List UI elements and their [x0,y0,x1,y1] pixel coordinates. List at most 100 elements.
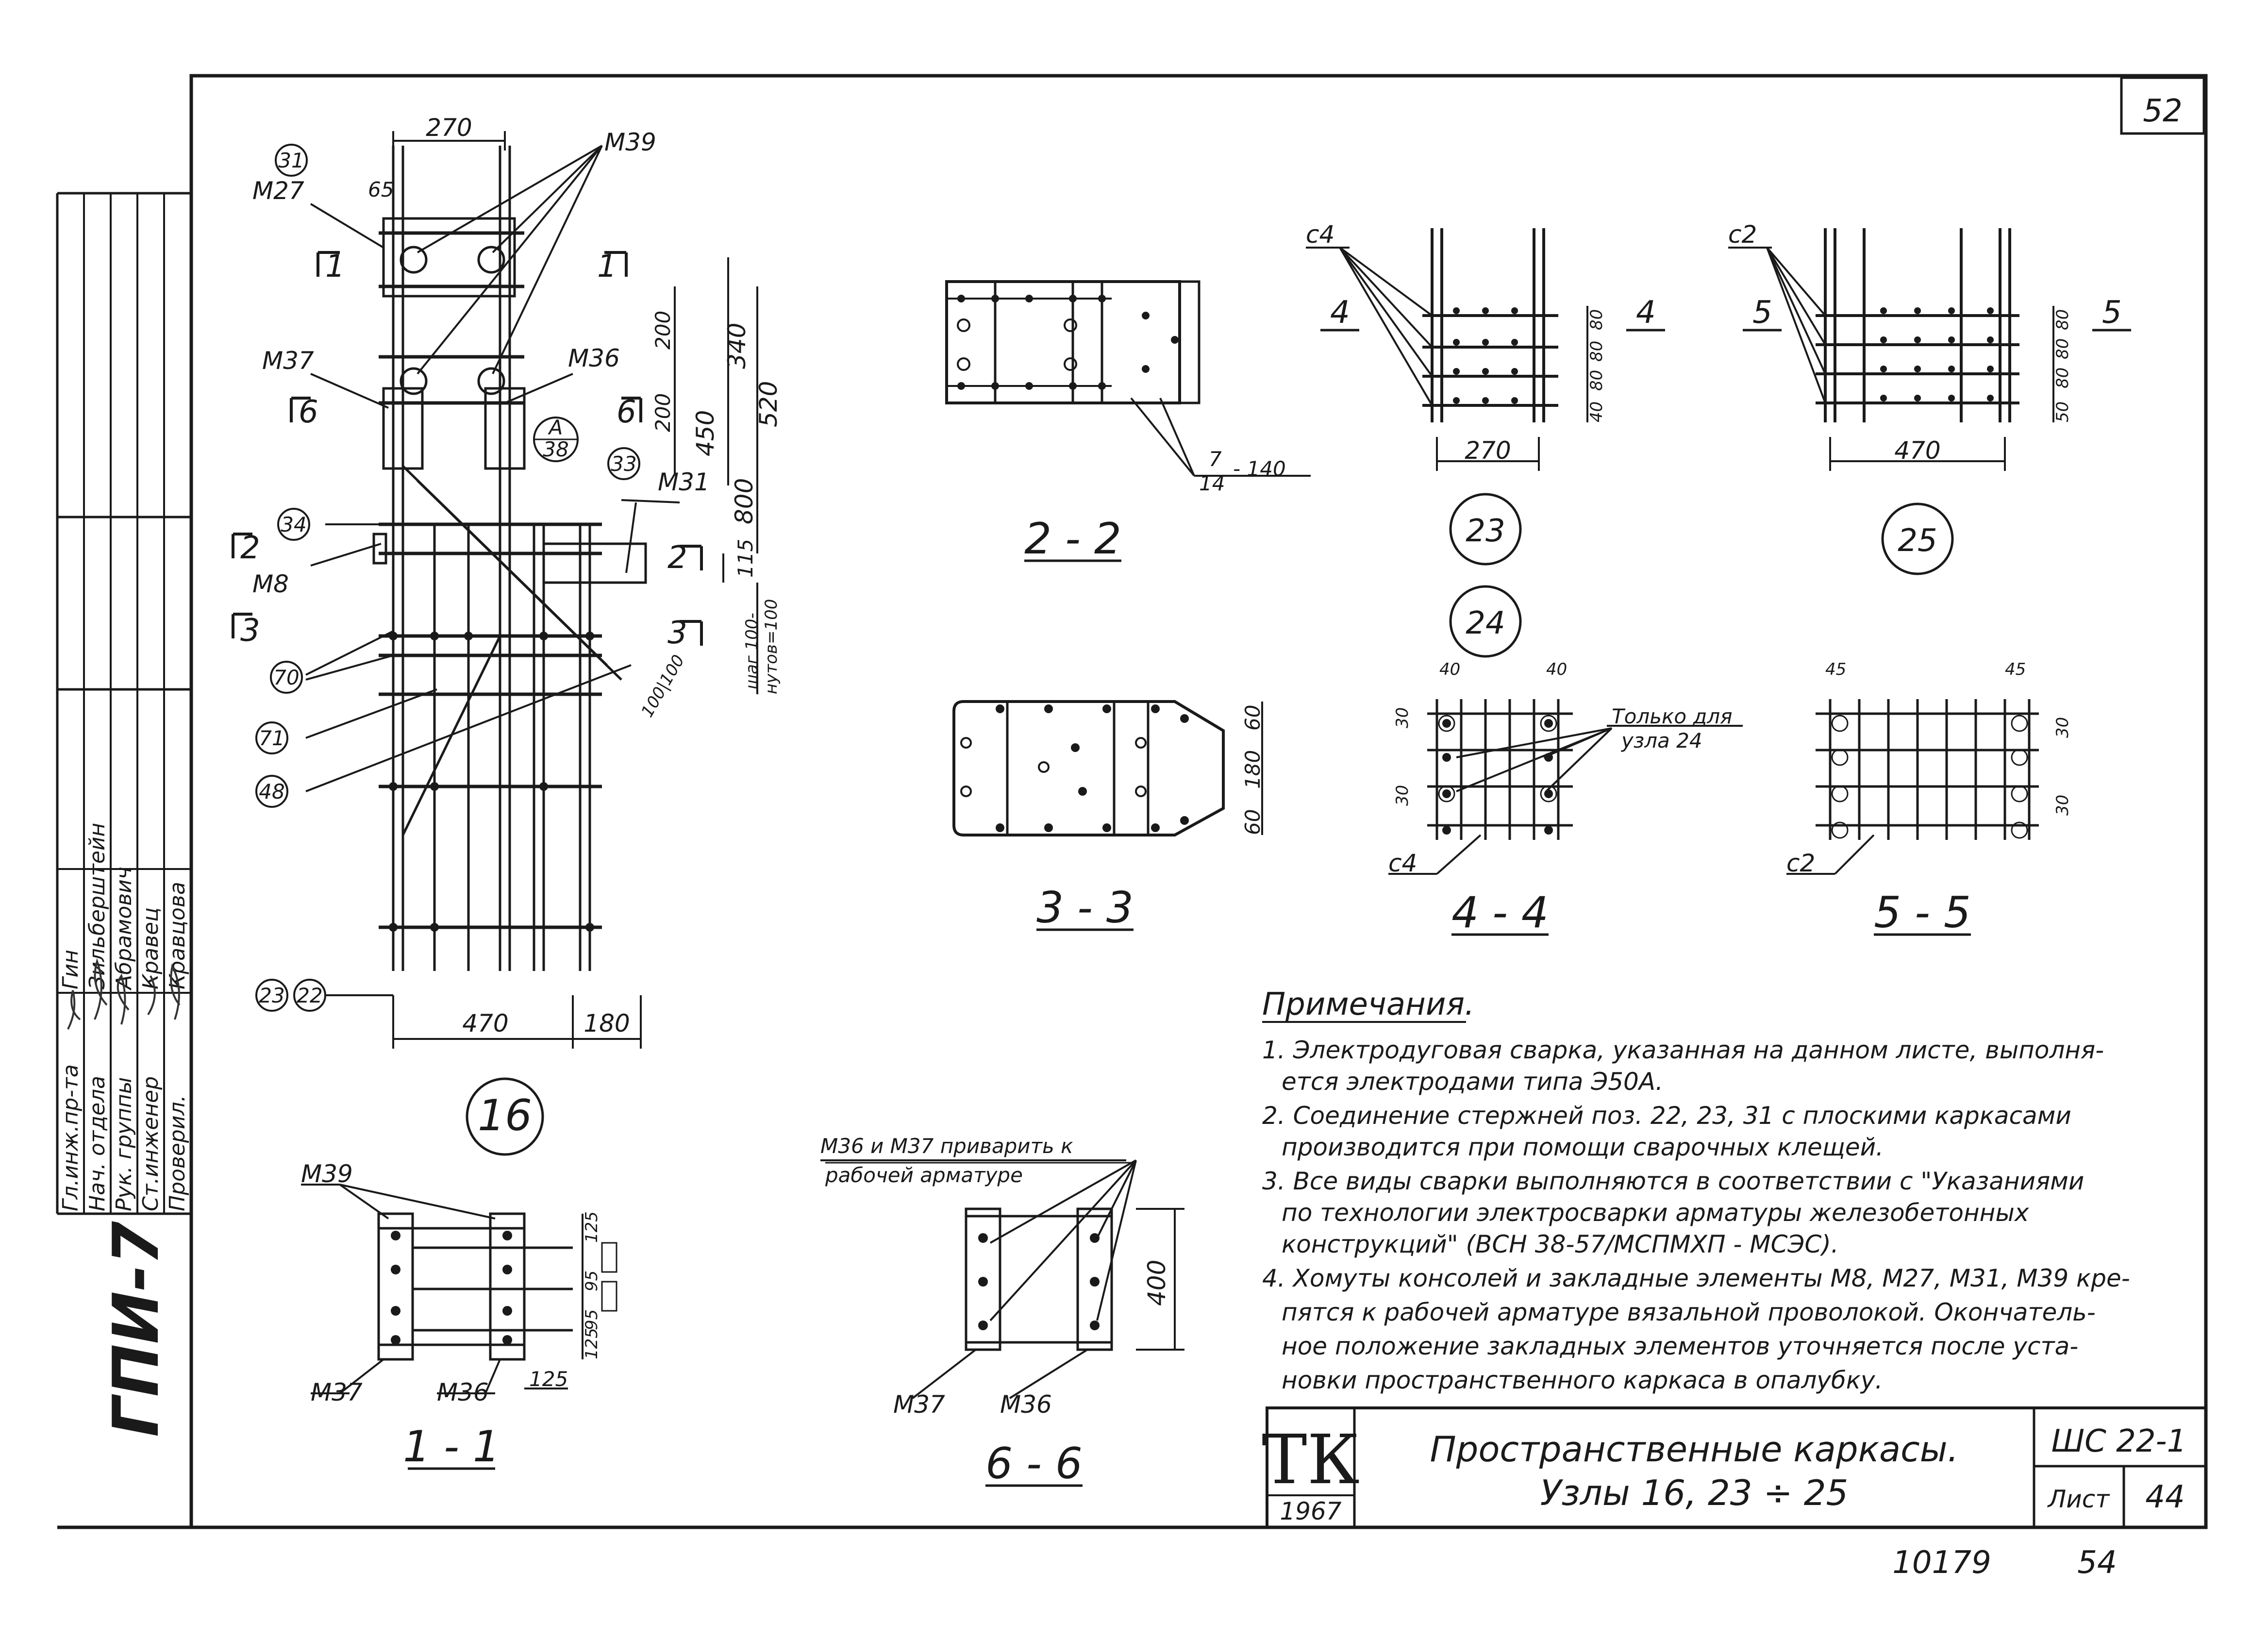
node-25-circle: 25 [1898,523,1937,559]
dim-340: 340 [723,323,751,369]
left-stamp: Гл.инж.пр-та Нач. отдела Рук. группы Ст.… [56,192,191,1437]
cut-2-right: 2 [667,540,687,576]
label-m36: М36 [568,344,620,372]
dim-470: 470 [462,1009,508,1037]
dim-95-b: 95 [582,1309,601,1330]
dim-450: 450 [691,410,719,456]
year: 1967 [1280,1497,1341,1525]
stamp-name-3: Абрамович [112,867,136,991]
dim-60-a: 60 [1241,705,1265,731]
sheet-no: 44 [2145,1479,2185,1515]
cut-3-right: 3 [667,615,687,651]
dim-270-23: 270 [1465,436,1511,465]
note-line-6: по технологии электросварки арматуры жел… [1282,1199,2029,1227]
dim-200-a: 200 [651,311,675,350]
pos-33: 33 [611,452,636,476]
label-m27: М27 [252,177,304,205]
dim-60-b: 60 [1241,809,1265,835]
notes: Примечания. 1. Электродуговая сварка, ук… [1262,987,2130,1394]
dim-180-v: 180 [1241,750,1265,789]
section-2-2: 7 - 140 14 2 - 2 [945,280,1311,564]
dim-125-a: 125 [582,1211,601,1243]
section-6-6: М36 и М37 приварить к рабочей арматуре М… [820,1134,1184,1488]
pos-a: А [548,416,563,439]
dim-45-a: 45 [1825,660,1846,679]
label-c4-44: с4 [1388,849,1417,877]
section-5-5-label: 5 - 5 [1874,887,1971,937]
dim-800: 800 [730,478,758,524]
note-line-1: 1. Электродуговая сварка, указанная на д… [1262,1036,2104,1064]
label-c2-55: с2 [1786,849,1815,877]
dim-80-25-a: 80 [2053,309,2072,330]
dim-80-b: 80 [1587,341,1606,362]
dim-40-a: 40 [1439,660,1460,679]
dim-100: 100|100 [637,652,688,720]
section-3-3-label: 3 - 3 [1036,883,1134,933]
dim-30-a: 30 [1393,707,1412,728]
title-line-2: Узлы 16, 23 ÷ 25 [1540,1472,1849,1513]
weld-note-2: рабочей арматуре [825,1163,1023,1187]
node-23-24: с4 4 4 270 80 80 80 40 23 24 [1306,220,1665,658]
cut-1-left: 1 [325,249,345,284]
pos-23: 23 [259,984,284,1007]
label-m37: М37 [262,347,314,375]
pos-48: 48 [259,780,284,803]
dim-50: 50 [2053,401,2072,422]
cut-1-right: 1 [597,249,617,284]
dim-80-25-b: 80 [2053,338,2072,359]
node-24-circle: 24 [1466,605,1505,641]
label-m36-66: М36 [1000,1390,1052,1419]
pos-70: 70 [273,666,299,689]
pos-34: 34 [281,513,306,536]
dim-step2: нутов=100 [762,599,781,694]
label-m37-66: М37 [893,1390,945,1419]
dim-80-c: 80 [1587,370,1606,391]
section-5-5: 45 45 30 30 с2 5 - 5 [1786,660,2072,937]
cut-5-right: 5 [2102,295,2122,331]
cut-4-right: 4 [1636,295,1656,331]
notes-heading: Примечания. [1262,987,1474,1022]
note-line-9: пятся к рабочей арматуре вязальной прово… [1282,1298,2096,1326]
dim-30-55-a: 30 [2053,717,2072,738]
dim-180: 180 [584,1009,630,1037]
node-16-circle: 16 [478,1090,532,1140]
sheet-frame: 52 [57,74,2208,1529]
stamp-name-1: Гин [58,950,83,989]
dim-270: 270 [426,114,472,142]
label-m39-11: М39 [301,1160,353,1188]
pos-31: 31 [278,149,304,172]
pos-71: 71 [259,726,284,750]
label-m31: М31 [658,468,710,496]
weld-note-1: М36 и М37 приварить к [820,1134,1073,1158]
section-1-1: М39 М37 М36 125 125 95 95 125 1 - 1 [301,1160,617,1472]
side-code: ГПИ-7 [99,1221,173,1437]
cut-3-left: 3 [240,613,260,649]
node-16-view: 270 65 340 520 200 200 450 800 115 шаг 1… [232,114,783,1156]
pos-22: 22 [297,984,322,1007]
stamp-role-4: Ст.инженер [138,1076,163,1211]
section-4-4-label: 4 - 4 [1451,887,1549,937]
cut-6-right: 6 [617,394,636,430]
sheet-label: Лист [2047,1485,2111,1513]
dim-40: 40 [1587,401,1606,422]
dim-125-b: 125 [582,1328,601,1359]
dim-7: 7 [1209,447,1222,471]
note-line-11: новки пространственного каркаса в опалуб… [1282,1366,1883,1394]
page-number: 52 [2143,93,2182,129]
dim-14: 14 [1199,471,1225,495]
only-for-note-2: узла 24 [1620,729,1702,753]
dim-30-b: 30 [1393,785,1412,806]
label-c2: с2 [1728,220,1757,249]
cut-4-left: 4 [1330,295,1350,331]
label-m36-11: М36 [437,1378,489,1406]
cut-2-left: 2 [240,530,260,566]
signature-scribbles [67,958,181,1030]
cut-6-left: 6 [299,394,318,430]
dim-200-b: 200 [651,393,675,432]
dim-step: шаг 100- [742,613,762,689]
section-3-3: 60 180 60 3 - 3 [952,700,1265,933]
label-m37-11: М37 [311,1378,363,1406]
stamp-role-1: Гл.инж.пр-та [58,1064,83,1211]
note-line-4: производится при помощи сварочных клещей… [1282,1133,1884,1161]
